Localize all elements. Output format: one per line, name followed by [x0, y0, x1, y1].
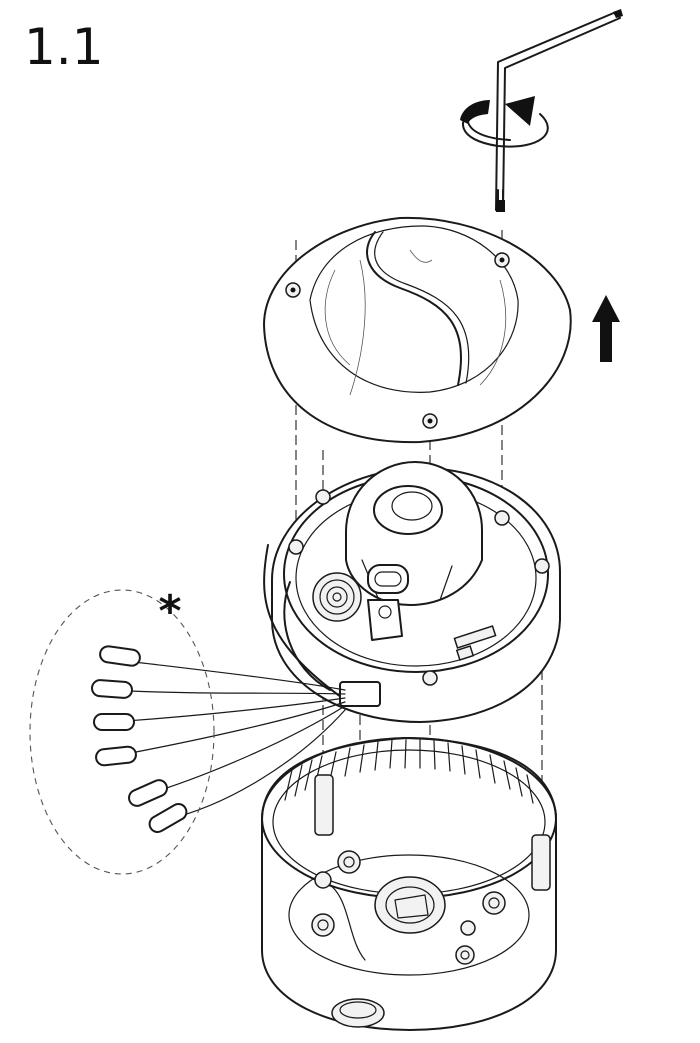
- cable-callout-outline: [29, 589, 215, 875]
- speaker-grille: [312, 572, 362, 622]
- camera-module: [263, 461, 561, 723]
- back-box: [261, 737, 557, 1031]
- back-box-ribs: [284, 739, 534, 804]
- dome-screws: [285, 252, 510, 429]
- cable-leads: [91, 645, 346, 833]
- arrow-up-icon: [592, 295, 620, 362]
- rotation-arrow-icon: [460, 96, 549, 148]
- cable-callout-marker: *: [158, 586, 181, 637]
- hex-key-icon: [495, 9, 623, 212]
- step-number: 1.1: [24, 18, 104, 76]
- lens-assembly: [345, 461, 483, 606]
- dome-cover: [263, 216, 572, 444]
